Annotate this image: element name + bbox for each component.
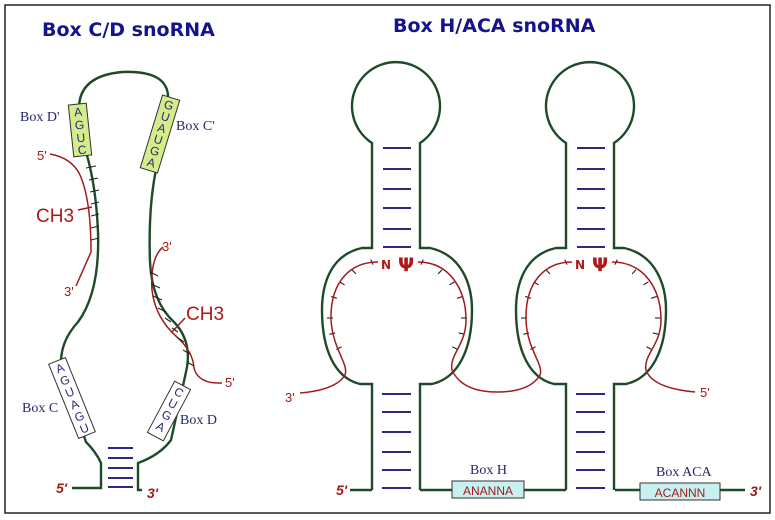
- pair-tick: [89, 189, 100, 193]
- haca-hairpins: [320, 61, 668, 490]
- pair-tick: [646, 346, 652, 350]
- psi-label-1: Ψ: [398, 254, 414, 276]
- nt: U: [76, 131, 86, 146]
- nt: A: [73, 105, 82, 120]
- guide-rna-haca: [299, 261, 696, 394]
- pair-tick: [90, 201, 100, 205]
- box-haca-panel: Box H/ACA snoRNA ANANNA Box H ACANNN Box…: [285, 15, 762, 501]
- pair-tick: [631, 269, 637, 275]
- haca-5prime: 5': [336, 482, 348, 498]
- box-haca-title: Box H/ACA snoRNA: [393, 15, 596, 37]
- pair-tick: [149, 271, 159, 277]
- ch3-label-1: CH3: [36, 206, 74, 227]
- nt: U: [152, 132, 164, 148]
- pair-tick: [329, 332, 336, 335]
- nt: C: [77, 142, 87, 157]
- cd-3prime: 3': [147, 485, 159, 501]
- pair-tick: [530, 346, 536, 350]
- box-d: C U G A: [146, 380, 192, 442]
- pair-tick: [339, 281, 345, 286]
- box-h-label: Box H: [470, 463, 507, 478]
- ch3-pointer-1: [77, 206, 93, 211]
- pair-tick: [351, 269, 357, 275]
- pair-tick: [449, 281, 455, 286]
- box-h-seq: ANANNA: [463, 484, 513, 498]
- box-c-label: Box C: [22, 401, 58, 416]
- nt: G: [74, 118, 85, 133]
- frame: [4, 4, 771, 514]
- box-c: A G U A G U: [48, 356, 96, 440]
- pair-tick: [90, 213, 100, 217]
- hairpin-strand: [514, 61, 668, 490]
- nt: G: [162, 97, 175, 113]
- box-d-label: Box D: [180, 413, 217, 428]
- ch3-label-2: CH3: [186, 304, 224, 325]
- pair-tick: [452, 346, 458, 350]
- hairpin: [320, 61, 474, 490]
- psi-label-2: Ψ: [592, 254, 608, 276]
- guide2-5prime: 5': [225, 375, 235, 390]
- nt: A: [145, 155, 157, 171]
- n-label-1: N: [381, 258, 391, 272]
- cd-5prime: 5': [56, 480, 68, 496]
- nt: G: [148, 143, 161, 159]
- pair-tick: [331, 295, 338, 299]
- pair-tick: [88, 177, 99, 181]
- guide-rna-1: [49, 153, 92, 287]
- box-aca-label: Box ACA: [656, 465, 713, 480]
- pair-tick: [171, 327, 179, 333]
- pair-tick: [164, 317, 172, 323]
- cd-guide-pairs: [85, 165, 195, 367]
- box-aca: [639, 482, 721, 501]
- cd-snorna-strand: [59, 70, 190, 492]
- pair-tick: [152, 295, 163, 301]
- haca-guide-3prime: 3': [285, 390, 295, 405]
- nt: A: [156, 120, 168, 136]
- pair-tick: [456, 295, 463, 299]
- pair-tick: [177, 337, 185, 343]
- box-d-prime: A G U C: [67, 102, 93, 158]
- box-cd-title: Box C/D snoRNA: [42, 19, 215, 41]
- hairpin-strand: [320, 61, 474, 490]
- pair-tick: [182, 349, 191, 355]
- pair-tick: [150, 283, 161, 289]
- box-c-prime-label: Box C': [176, 119, 215, 134]
- box-d-prime-label: Box D': [20, 110, 59, 125]
- box-aca-seq: ACANNN: [655, 486, 706, 500]
- cd-stem-pairs: [108, 447, 133, 488]
- pair-tick: [90, 237, 100, 241]
- nt: U: [159, 109, 171, 125]
- box-c-prime: G U A U G A: [139, 94, 181, 174]
- n-label-2: N: [575, 258, 585, 272]
- pair-tick: [650, 295, 657, 299]
- guide1-3prime: 3': [64, 284, 74, 299]
- pair-tick: [157, 307, 167, 313]
- guide1-5prime: 5': [37, 148, 47, 163]
- guide2-3prime: 3': [162, 239, 172, 254]
- haca-3prime: 3': [750, 483, 762, 499]
- pair-tick: [186, 361, 195, 367]
- box-h: [451, 480, 525, 499]
- pair-tick: [652, 332, 659, 335]
- pair-tick: [85, 165, 97, 169]
- pair-tick: [643, 281, 649, 286]
- pair-tick: [545, 269, 551, 275]
- haca-guide-5prime: 5': [700, 385, 710, 400]
- box-cd-panel: Box C/D snoRNA A G U C G U A U G A A G U…: [20, 19, 235, 501]
- pair-tick: [437, 269, 443, 275]
- pair-tick: [90, 225, 100, 229]
